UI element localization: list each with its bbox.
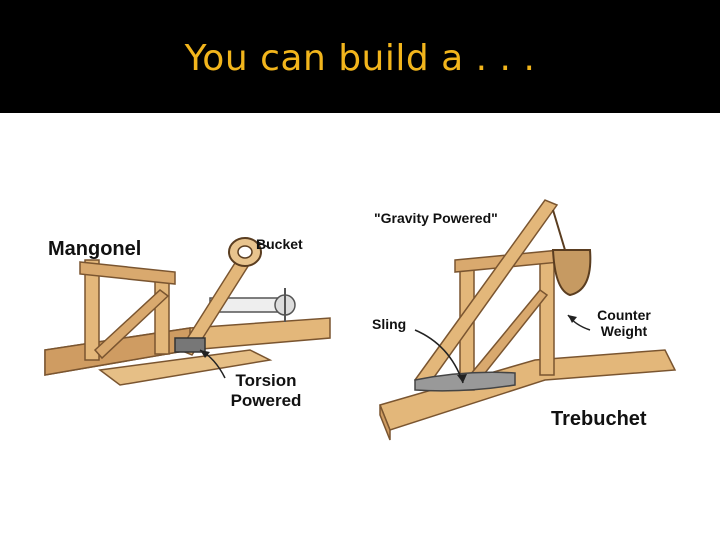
torsion-powered-label: Torsion Powered (218, 371, 314, 411)
trebuchet-drawing (378, 199, 677, 441)
bucket-label: Bucket (256, 236, 303, 252)
title-bar: You can build a . . . (0, 0, 720, 113)
mangonel-drawing (44, 237, 331, 386)
counter-weight-label: Counter Weight (588, 307, 660, 339)
counter-label-line1: Counter (597, 307, 651, 323)
sling-label: Sling (372, 316, 407, 332)
torsion-label-line2: Powered (230, 391, 302, 410)
trebuchet-label: Trebuchet (551, 408, 647, 430)
mangonel-illustration (40, 200, 340, 440)
counter-label-line2: Weight (600, 323, 648, 339)
torsion-label-line1: Torsion (235, 371, 297, 390)
mangonel-label: Mangonel (48, 238, 142, 260)
trebuchet-illustration (375, 195, 690, 450)
slide-title: You can build a . . . (184, 38, 536, 79)
gravity-powered-label: "Gravity Powered" (374, 210, 498, 226)
